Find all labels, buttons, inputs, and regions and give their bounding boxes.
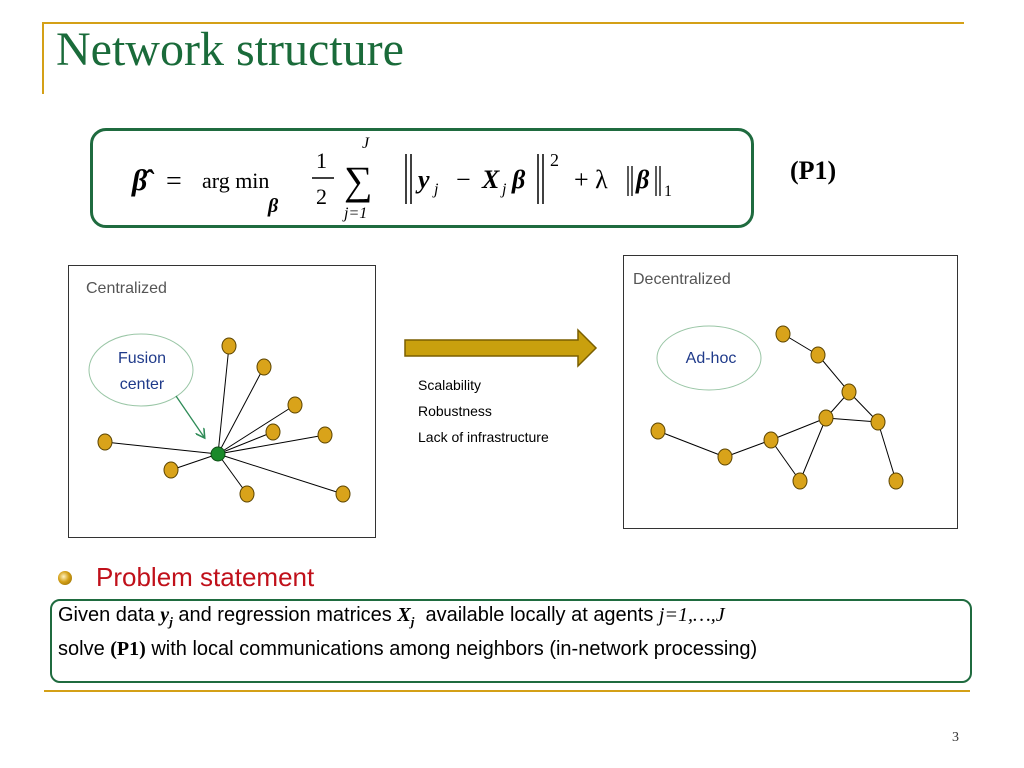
y-symbol: y: [160, 604, 170, 626]
eq-sum-top: J: [362, 135, 370, 152]
eq-plus-lambda: + λ: [574, 165, 608, 194]
eq-square: 2: [550, 150, 559, 170]
eq-half-num: 1: [316, 148, 327, 173]
slide-title: Network structure: [56, 23, 404, 76]
transition-arrow: [404, 328, 598, 368]
decentralized-label: Decentralized: [633, 271, 731, 288]
benefit-item: Lack of infrastructure: [418, 429, 549, 445]
x-subscript: j: [410, 614, 415, 629]
fusion-center-label: Fusion center: [92, 346, 192, 398]
title-left-rule: [42, 22, 44, 94]
eq-x-sub: j: [500, 181, 507, 198]
eq-equals: =: [166, 166, 182, 197]
problem-text: with local communications among neighbor…: [145, 638, 758, 660]
equation-box: [90, 128, 754, 228]
centralized-nodes: [97, 337, 351, 503]
agents-range: j=1,…,J: [658, 604, 725, 626]
equation-formula: β̂ = arg min β 1 2 J ∑ j=1 y j − X j β 2…: [131, 135, 672, 222]
fusion-center-node: [210, 446, 226, 462]
fusion-pointer-arrow: [175, 395, 204, 437]
problem-line-2: solve (P1) with local communications amo…: [58, 638, 757, 661]
bullet-icon: [58, 571, 72, 585]
problem-box: [50, 599, 972, 683]
eq-norm-beta: β: [635, 165, 650, 194]
eq-sum-bottom: j=1: [342, 205, 367, 222]
eq-minus: −: [456, 165, 471, 194]
fusion-line-1: Fusion: [117, 350, 167, 367]
problem-text: solve: [58, 638, 111, 660]
page-number: 3: [952, 730, 959, 745]
eq-argmin-sub: β: [267, 195, 279, 217]
eq-sum: ∑: [344, 158, 373, 203]
title-top-rule: [44, 22, 964, 24]
eq-x: X: [481, 165, 500, 194]
problem-text: Given data: [58, 604, 161, 626]
centralized-edges: [104, 345, 344, 495]
fusion-center-bubble: [88, 333, 194, 407]
problem-text: and regression matrices: [172, 604, 398, 626]
x-symbol: X: [397, 604, 411, 626]
eq-argmin: arg min: [202, 168, 269, 193]
benefit-item: Scalability: [418, 377, 482, 393]
eq-beta: β: [511, 165, 526, 194]
benefits-list: Scalability Robustness Lack of infrastru…: [418, 372, 549, 450]
p1-reference: (P1): [110, 638, 146, 660]
y-subscript: j: [169, 614, 173, 629]
eq-norm-sub: 1: [664, 183, 672, 200]
decentralized-panel: [623, 255, 958, 529]
eq-y: y: [415, 165, 430, 194]
problem-heading: Problem statement: [96, 562, 315, 592]
problem-line-1: Given data yj and regression matrices Xj…: [58, 604, 725, 630]
benefit-item: Robustness: [418, 403, 492, 419]
fusion-line-2: center: [119, 376, 165, 393]
problem-text: available locally at agents: [414, 604, 659, 626]
equation-label: (P1): [790, 156, 837, 185]
centralized-label: Centralized: [86, 280, 167, 297]
decentralized-nodes: [650, 325, 904, 490]
centralized-panel: [68, 265, 376, 538]
adhoc-label: Ad-hoc: [685, 350, 737, 367]
adhoc-bubble: [656, 325, 762, 391]
footer-rule: [44, 690, 970, 692]
eq-half-den: 2: [316, 184, 327, 209]
eq-y-sub: j: [432, 181, 439, 198]
